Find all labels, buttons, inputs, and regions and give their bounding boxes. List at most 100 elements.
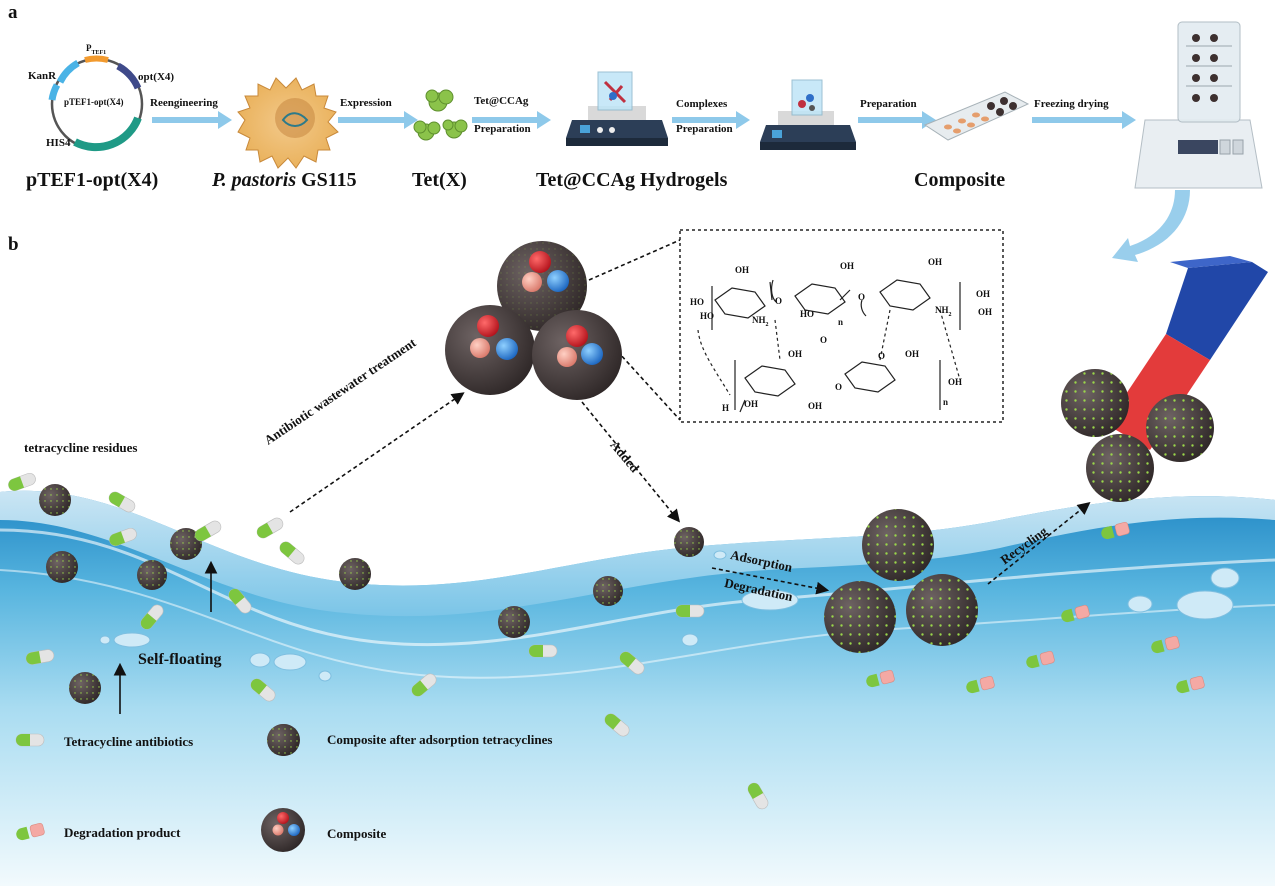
degradation-product-icon	[1151, 635, 1180, 654]
adsorbed-sphere	[498, 606, 530, 638]
plasmid-center-label: pTEF1-opt(X4)	[64, 97, 124, 107]
chem-o-2: O	[858, 292, 866, 302]
composite-sphere	[497, 241, 587, 331]
chem-oh-2: OH	[840, 261, 855, 271]
adsorbed-sphere	[46, 551, 78, 583]
adsorbed-spheres	[39, 369, 1214, 852]
chem-ho-3: HO	[800, 309, 815, 319]
chem-n-1: n	[838, 317, 844, 327]
chemical-structure	[679, 229, 1004, 423]
legend-tetracycline-label: Tetracycline antibiotics	[64, 734, 194, 749]
capsule-icon	[747, 782, 769, 810]
capsule-icon	[8, 472, 36, 492]
capsule-icon	[194, 520, 222, 542]
chem-o-1: O	[775, 296, 783, 306]
plasmid-icon	[48, 55, 144, 152]
adsorbed-sphere	[862, 509, 934, 581]
chem-oh-10: OH	[744, 399, 759, 409]
capsule-icon	[109, 527, 137, 547]
chem-h: H	[722, 403, 730, 413]
panel-label-b: b	[8, 234, 19, 255]
legend-composite-sphere	[261, 808, 305, 852]
legend-after-label: Composite after adsorption tetracyclines	[327, 732, 553, 747]
composite-sphere	[445, 305, 535, 395]
chem-oh-9: OH	[808, 401, 823, 411]
chem-ho-1: HO	[690, 297, 705, 307]
chem-oh-6: OH	[788, 349, 803, 359]
capsule-icon	[528, 644, 558, 658]
adsorbed-sphere	[674, 527, 704, 557]
step-tet-prep-2: Preparation	[474, 123, 531, 135]
freeze-dryer-icon	[1134, 21, 1263, 189]
chem-n-2: n	[943, 397, 949, 407]
capsule-icon	[256, 517, 284, 539]
step-freezing-drying: Freezing drying	[1034, 98, 1109, 110]
composite-cluster	[445, 241, 622, 400]
degradation-product-icon	[866, 669, 895, 688]
degradation-product-icon	[1101, 521, 1130, 540]
panel-label-a: a	[8, 2, 18, 23]
adsorbed-sphere	[906, 574, 978, 646]
capsule-icon	[675, 604, 705, 618]
adsorbed-sphere	[69, 672, 101, 704]
step-preparation: Preparation	[860, 98, 917, 110]
chem-oh-8: OH	[948, 377, 963, 387]
caption-tet: Tet(X)	[412, 169, 467, 191]
mold-tray-icon	[923, 91, 1030, 141]
capsule-icon	[279, 541, 305, 565]
adsorbed-sphere	[1086, 434, 1154, 502]
capsule-icon	[25, 649, 55, 665]
tetracycline-residues-label: tetracycline residues	[24, 440, 138, 455]
adsorbed-sphere	[1061, 369, 1129, 437]
chem-oh-1: OH	[735, 265, 750, 275]
chem-oh-4: OH	[976, 289, 991, 299]
chem-nh2-1: NH2	[752, 315, 769, 328]
adsorbed-sphere	[824, 581, 896, 653]
adsorbed-sphere	[137, 560, 167, 590]
capsule-icon	[250, 678, 276, 702]
adsorbed-sphere	[339, 558, 371, 590]
degradation-products	[16, 521, 1205, 841]
step-complexes-2: Preparation	[676, 123, 733, 135]
degradation-product-icon	[1026, 650, 1055, 669]
caption-plasmid: pTEF1-opt(X4)	[26, 169, 159, 191]
beaker-stirrer-icon	[566, 71, 668, 146]
yeast-cell-icon	[237, 77, 339, 169]
capsule-icon	[411, 673, 437, 697]
degradation-product-icon	[1061, 604, 1090, 623]
chem-oh-5: OH	[978, 307, 993, 317]
caption-composite: Composite	[914, 169, 1006, 191]
degradation-product-icon	[16, 822, 45, 841]
chem-oh-7: OH	[905, 349, 920, 359]
caption-pastoris: P. pastoris GS115	[212, 169, 357, 191]
degradation-product-icon	[1176, 675, 1205, 694]
degradation-product-icon	[966, 675, 995, 694]
capsule-icon	[15, 733, 45, 747]
adsorbed-sphere	[170, 528, 202, 560]
solid-arrows	[113, 560, 218, 714]
chem-oh-3: OH	[928, 257, 943, 267]
magnet-icon	[1106, 256, 1268, 450]
legend-composite-label: Composite	[327, 826, 387, 841]
kanr-label: KanR	[28, 70, 57, 82]
capsule-icon	[619, 651, 645, 675]
capsule-icon	[228, 588, 252, 614]
tetracycline-capsules	[8, 472, 769, 810]
opt-label: opt(X4)	[138, 71, 175, 83]
chem-ho-2: HO	[700, 311, 715, 321]
chem-o-3: O	[820, 335, 828, 345]
caption-hydrogels: Tet@CCAg Hydrogels	[536, 169, 728, 191]
enzyme-icon	[413, 89, 468, 141]
chem-o-4: O	[835, 382, 843, 392]
step-tet-prep-1: Tet@CCAg	[474, 95, 529, 107]
adsorbed-sphere	[39, 484, 71, 516]
capsule-icon	[108, 491, 136, 513]
adsorbed-sphere	[593, 576, 623, 606]
chem-o-5: O	[878, 351, 886, 361]
step-reengineering: Reengineering	[150, 97, 218, 109]
step-complexes-1: Complexes	[676, 98, 728, 110]
capsule-icon	[140, 604, 164, 630]
self-floating-label: Self-floating	[138, 651, 222, 668]
promoter-label: PTEF1	[86, 43, 107, 56]
